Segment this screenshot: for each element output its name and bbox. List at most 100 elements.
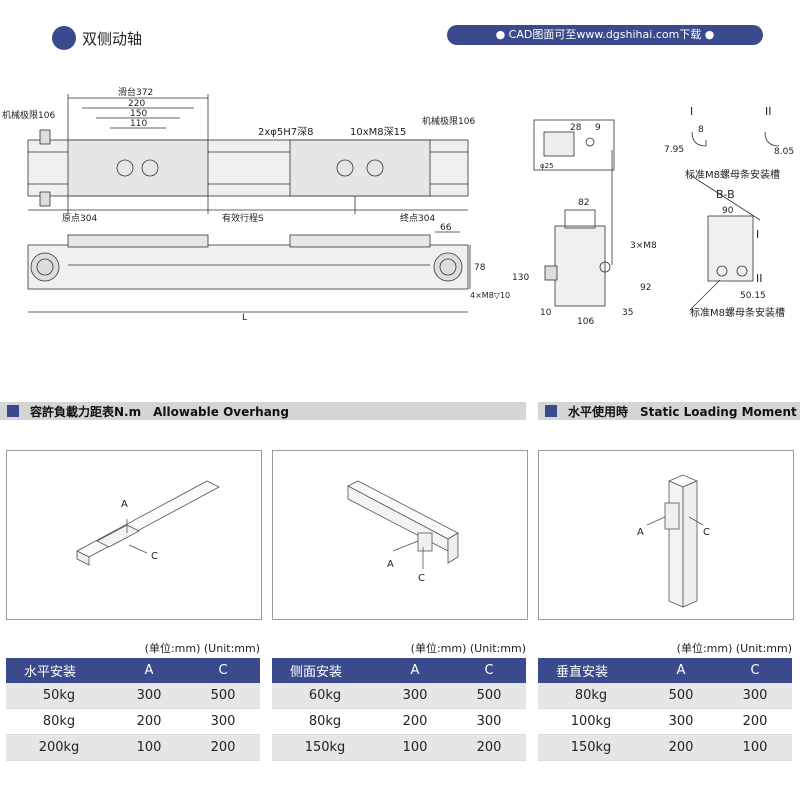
cell-load: 150kg <box>272 734 378 761</box>
cell-c: 300 <box>718 683 792 709</box>
section-static: 水平使用時 Static Loading Moment <box>538 402 800 420</box>
col-header-mount: 侧面安装 <box>272 658 378 683</box>
cell-a: 300 <box>112 683 186 709</box>
dim-mech-limit-right: 机械极限106 <box>422 115 475 127</box>
cell-load: 150kg <box>538 734 644 761</box>
unit-note-1: (单位:mm) (Unit:mm) <box>144 642 260 655</box>
table-header-row: 垂直安装 A C <box>538 658 792 683</box>
cell-a: 200 <box>378 708 452 735</box>
dim-220: 220 <box>128 99 145 109</box>
cell-c: 200 <box>718 708 792 735</box>
table-vertical: 垂直安装 A C 80kg 500 300 100kg 300 200 150k… <box>538 658 792 761</box>
cell-c: 300 <box>452 708 526 735</box>
unit-note-3: (单位:mm) (Unit:mm) <box>676 642 792 655</box>
dim-92: 92 <box>640 283 651 293</box>
side-view-labels: 66 78 4×M8▽10 L <box>242 223 510 323</box>
note-nut-slot-top: 标准M8螺母条安装槽 <box>685 168 780 181</box>
label-roman-1: I <box>690 105 693 118</box>
dim-L: L <box>242 313 247 323</box>
note-nut-slot-bottom: 标准M8螺母条安装槽 <box>690 306 785 319</box>
cell-load: 80kg <box>538 683 644 709</box>
table-row: 80kg 500 300 <box>538 683 792 709</box>
cell-load: 60kg <box>272 683 378 709</box>
detail-labels: 28 9 φ25 I II 8 7.95 8.05 标准M8螺母条安装槽 B-B… <box>512 105 794 327</box>
section-overhang: 容許負載力距表N.m Allowable Overhang <box>0 402 526 420</box>
label-bb: B-B <box>716 188 735 201</box>
table-row: 150kg 100 200 <box>272 734 526 761</box>
dim-9: 9 <box>595 123 601 133</box>
col-header-c: C <box>718 658 792 683</box>
dim-110: 110 <box>130 119 147 129</box>
label-roman-1-b: I <box>756 228 759 241</box>
dim-66: 66 <box>440 223 452 233</box>
col-header-mount: 垂直安装 <box>538 658 644 683</box>
col-header-a: A <box>378 658 452 683</box>
table-row: 80kg 200 300 <box>6 708 260 735</box>
dim-5015: 50.15 <box>740 291 766 301</box>
label-a-2: A <box>387 559 394 570</box>
section-overhang-title: 容許負載力距表N.m Allowable Overhang <box>30 405 289 419</box>
cell-a: 100 <box>112 734 186 761</box>
dim-28: 28 <box>570 123 582 133</box>
diagram-vertical: A C <box>637 474 710 608</box>
cell-load: 80kg <box>272 708 378 735</box>
dim-slide: 滑台372 <box>118 86 153 98</box>
col-header-mount: 水平安装 <box>6 658 112 683</box>
table-row: 80kg 200 300 <box>272 708 526 735</box>
cell-c: 300 <box>186 708 260 735</box>
dim-795: 7.95 <box>664 145 684 155</box>
label-c-1: C <box>151 551 158 562</box>
label-a-1: A <box>121 499 128 510</box>
panel-vertical: A C <box>538 450 794 620</box>
note-hole2: 10xM8深15 <box>350 126 406 138</box>
cell-c: 500 <box>452 683 526 709</box>
title-bullet <box>52 26 76 50</box>
note-m8x10: 4×M8▽10 <box>470 291 510 300</box>
cell-c: 500 <box>186 683 260 709</box>
side-view-rail <box>27 231 471 313</box>
table-row: 60kg 300 500 <box>272 683 526 709</box>
top-view-rail <box>27 94 469 214</box>
label-c-2: C <box>418 573 425 584</box>
dim-106: 106 <box>577 317 594 327</box>
cell-load: 50kg <box>6 683 112 709</box>
cell-a: 100 <box>378 734 452 761</box>
note-hole1: 2xφ5H7深8 <box>258 126 313 138</box>
label-roman-2: II <box>765 105 772 118</box>
cell-c: 100 <box>718 734 792 761</box>
col-header-c: C <box>186 658 260 683</box>
section-bullet <box>545 405 557 417</box>
top-view-labels: 滑台372 220 150 110 机械极限106 机械极限106 2xφ5H7… <box>2 86 475 224</box>
dim-805: 8.05 <box>774 147 794 157</box>
cell-c: 200 <box>186 734 260 761</box>
technical-drawing: 滑台372 220 150 110 机械极限106 机械极限106 2xφ5H7… <box>2 86 794 327</box>
cell-load: 200kg <box>6 734 112 761</box>
panel-side: A C <box>272 450 528 620</box>
table-horizontal: 水平安装 A C 50kg 300 500 80kg 200 300 200kg… <box>6 658 260 761</box>
table-header-row: 侧面安装 A C <box>272 658 526 683</box>
cell-a: 200 <box>644 734 718 761</box>
cell-a: 200 <box>112 708 186 735</box>
cell-load: 80kg <box>6 708 112 735</box>
table-row: 50kg 300 500 <box>6 683 260 709</box>
dim-90: 90 <box>722 206 734 216</box>
section-bullet <box>7 405 19 417</box>
cell-c: 200 <box>452 734 526 761</box>
dim-130: 130 <box>512 273 529 283</box>
table-row: 100kg 300 200 <box>538 708 792 735</box>
dim-end: 终点304 <box>400 212 435 224</box>
col-header-a: A <box>644 658 718 683</box>
table-row: 150kg 200 100 <box>538 734 792 761</box>
detail-views <box>533 119 780 311</box>
cad-download-badge[interactable]: ● CAD图面可至www.dgshihai.com下载 ● <box>447 25 763 45</box>
col-header-a: A <box>112 658 186 683</box>
table-row: 200kg 100 200 <box>6 734 260 761</box>
note-m8x3: 3×M8 <box>630 241 657 251</box>
diagram-side: A C <box>347 480 459 584</box>
unit-note-2: (单位:mm) (Unit:mm) <box>410 642 526 655</box>
section-static-title: 水平使用時 Static Loading Moment <box>568 405 797 419</box>
dim-150: 150 <box>130 109 147 119</box>
dim-82: 82 <box>578 198 589 208</box>
dim-origin: 原点304 <box>62 213 97 224</box>
dim-stroke: 有效行程S <box>222 212 264 224</box>
